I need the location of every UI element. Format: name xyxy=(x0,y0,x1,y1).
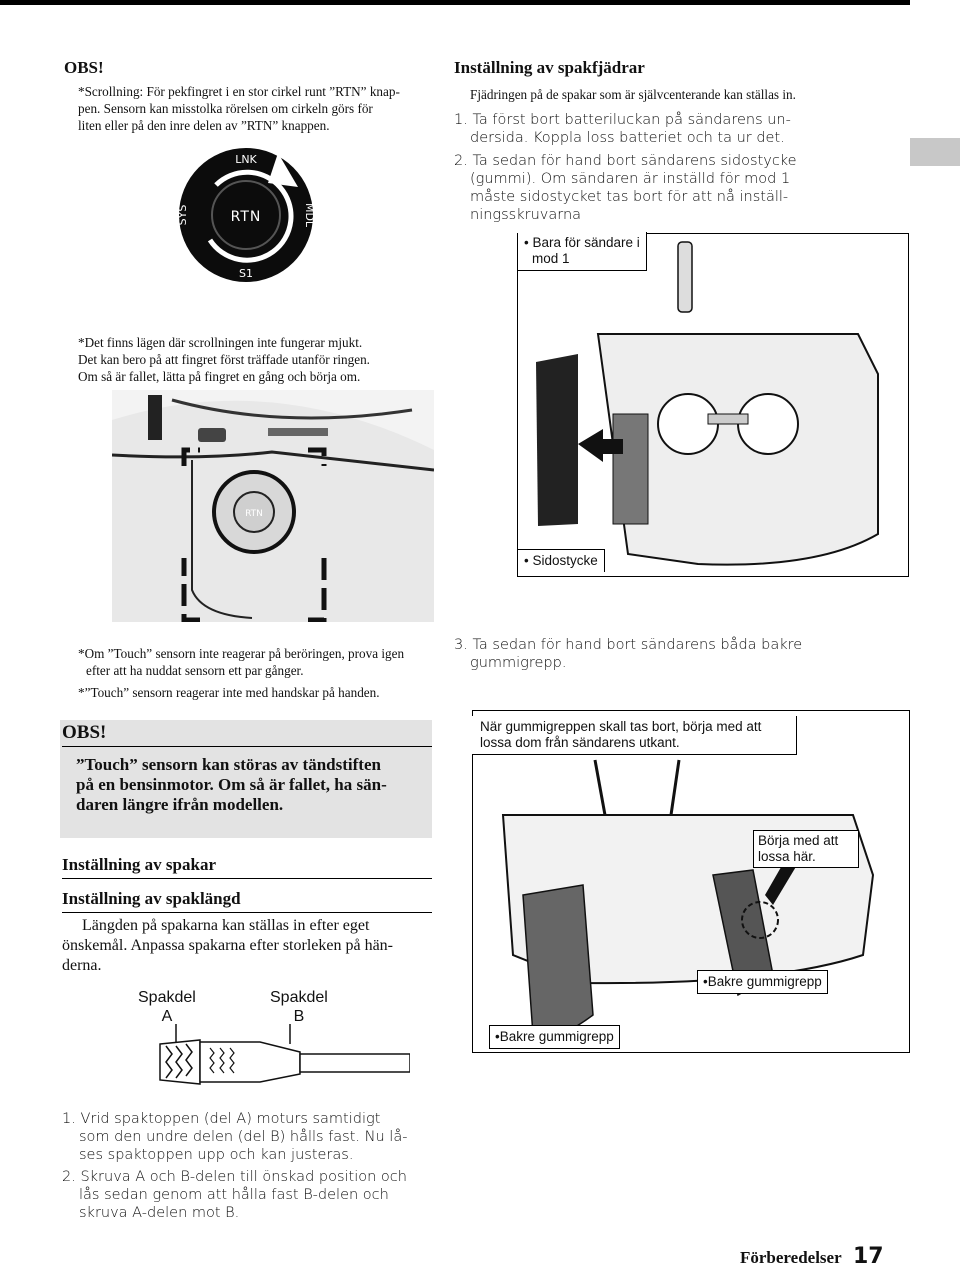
text-line: som den undre delen (del B) hålls fast. … xyxy=(79,1129,408,1145)
mode1-callout: • Bara för sändare i mod 1 xyxy=(518,232,647,271)
text-line: ”Touch” sensorn kan störas av tändstifte… xyxy=(76,755,381,774)
lnk-label: LNK xyxy=(235,153,257,166)
text-line: *Om ”Touch” sensorn inte reagerar på ber… xyxy=(78,646,405,661)
text-line: ses spaktoppen upp och kan justeras. xyxy=(79,1147,354,1163)
dial-illustration: RTN LNK MDL SYS S1 xyxy=(176,148,316,282)
text-line: Spakdel xyxy=(138,989,196,1006)
arrow-head-icon xyxy=(268,153,298,187)
svg-text:RTN: RTN xyxy=(245,509,263,519)
text-line: Om så är fallet, lätta på fingret en gån… xyxy=(78,369,361,384)
text-line: ningsskruvarna xyxy=(470,207,582,223)
text-line: • Bara för sändare i xyxy=(524,235,640,250)
text-line: på en bensinmotor. Om så är fallet, ha s… xyxy=(76,775,387,794)
text-line: Spakdel xyxy=(270,989,328,1006)
start-here-callout: Börja med att lossa här. xyxy=(753,830,859,868)
obs-heading: OBS! xyxy=(64,58,104,77)
s1-label: S1 xyxy=(239,267,253,280)
grip-step: 3. Ta sedan för hand bort sändarens båda… xyxy=(454,636,802,672)
text-line: *Det finns lägen där scrollningen inte f… xyxy=(78,335,363,350)
text-line: 2. Skruva A och B-delen till önskad posi… xyxy=(62,1169,407,1185)
text-line: 1. Ta först bort batteriluckan på sändar… xyxy=(454,112,791,128)
text-line: *Scrollning: För pekfingret i en stor ci… xyxy=(78,84,400,99)
top-rule xyxy=(0,0,910,5)
text-line: gummigrepp. xyxy=(470,655,567,671)
text-line: lossa här. xyxy=(758,849,816,864)
text-line: önskemål. Anpassa spakarna efter storlek… xyxy=(62,937,393,954)
label-part-a: Spakdel A xyxy=(138,988,196,1026)
sys-label: SYS xyxy=(176,205,189,226)
scroll-note: *Scrollning: För pekfingret i en stor ci… xyxy=(78,83,400,134)
text-line: lossa dom från sändarens utkant. xyxy=(480,735,680,750)
text-line: mod 1 xyxy=(532,251,570,266)
text-line: daren längre ifrån modellen. xyxy=(76,795,284,814)
text-line: (gummi). Om sändaren är inställd för mod… xyxy=(470,171,791,187)
touch-sensor-photo: RTN xyxy=(112,390,434,622)
text-line: A xyxy=(161,1008,173,1025)
label-part-b: Spakdel B xyxy=(270,988,328,1026)
text-line: Det kan bero på att fingret först träffa… xyxy=(78,352,370,367)
text-line: efter att ha nuddat sensorn ett par gång… xyxy=(86,663,304,678)
stick-illustration xyxy=(159,1024,410,1085)
scroll-tip: *Det finns lägen där scrollningen inte f… xyxy=(78,334,370,385)
text-line: Längden på spakarna kan ställas in efter… xyxy=(82,917,370,934)
text-line: dersida. Koppla loss batteriet och ta ur… xyxy=(470,130,785,146)
spring-steps: 1. Ta först bort batteriluckan på sändar… xyxy=(454,111,797,224)
rear-grip-right-callout: •Bakre gummigrepp xyxy=(697,970,828,994)
subsection-heading: Inställning av spaklängd xyxy=(62,889,432,913)
text-line: pen. Sensorn kan misstolka rörelsen om c… xyxy=(78,101,373,116)
touch-notes: *Om ”Touch” sensorn inte reagerar på ber… xyxy=(78,645,404,701)
text-line: 3. Ta sedan för hand bort sändarens båda… xyxy=(454,637,803,653)
footer-section: Förberedelser xyxy=(740,1248,842,1267)
obs-box xyxy=(60,720,432,838)
text-line: B xyxy=(293,1008,305,1025)
mdl-label: MDL xyxy=(303,203,316,228)
text-line: lås sedan genom att hålla fast B-delen o… xyxy=(79,1187,389,1203)
text-line: 2. Ta sedan för hand bort sändarens sido… xyxy=(454,153,797,169)
side-piece-callout: • Sidostycke xyxy=(518,549,605,572)
text-line: liten eller på den inre delen av ”RTN” k… xyxy=(78,118,330,133)
obs-heading: OBS! xyxy=(62,722,432,747)
grip-callout: När gummigreppen skall tas bort, börja m… xyxy=(472,716,797,755)
text-line: måste sidostycket tas bort för att nå in… xyxy=(470,189,789,205)
text-line: När gummigreppen skall tas bort, börja m… xyxy=(480,719,762,734)
obs-box-content: OBS! ”Touch” sensorn kan störas av tänds… xyxy=(62,722,432,815)
rtn-button xyxy=(211,180,281,250)
chapter-tab xyxy=(910,138,960,166)
spring-heading: Inställning av spakfjädrar xyxy=(454,58,645,77)
section-heading: Inställning av spakar xyxy=(62,855,432,879)
scroll-arc xyxy=(207,169,294,263)
text-line: *”Touch” sensorn reagerar inte med hands… xyxy=(78,685,380,700)
page-number: 17 xyxy=(853,1244,884,1269)
length-text: Längden på spakarna kan ställas in efter… xyxy=(62,916,393,976)
rear-grip-left-callout: •Bakre gummigrepp xyxy=(489,1025,620,1049)
length-steps: 1. Vrid spaktoppen (del A) moturs samtid… xyxy=(62,1110,407,1222)
rtn-label: RTN xyxy=(231,209,262,225)
text-line: derna. xyxy=(62,957,102,974)
transmitter-side-illustration xyxy=(518,234,907,575)
text-line: 1. Vrid spaktoppen (del A) moturs samtid… xyxy=(62,1111,381,1127)
rear-grip-illustration xyxy=(473,755,907,1050)
spring-intro: Fjädringen på de spakar som är självcent… xyxy=(470,87,796,102)
text-line: skruva A-delen mot B. xyxy=(79,1205,240,1221)
text-line: Börja med att xyxy=(758,833,839,848)
